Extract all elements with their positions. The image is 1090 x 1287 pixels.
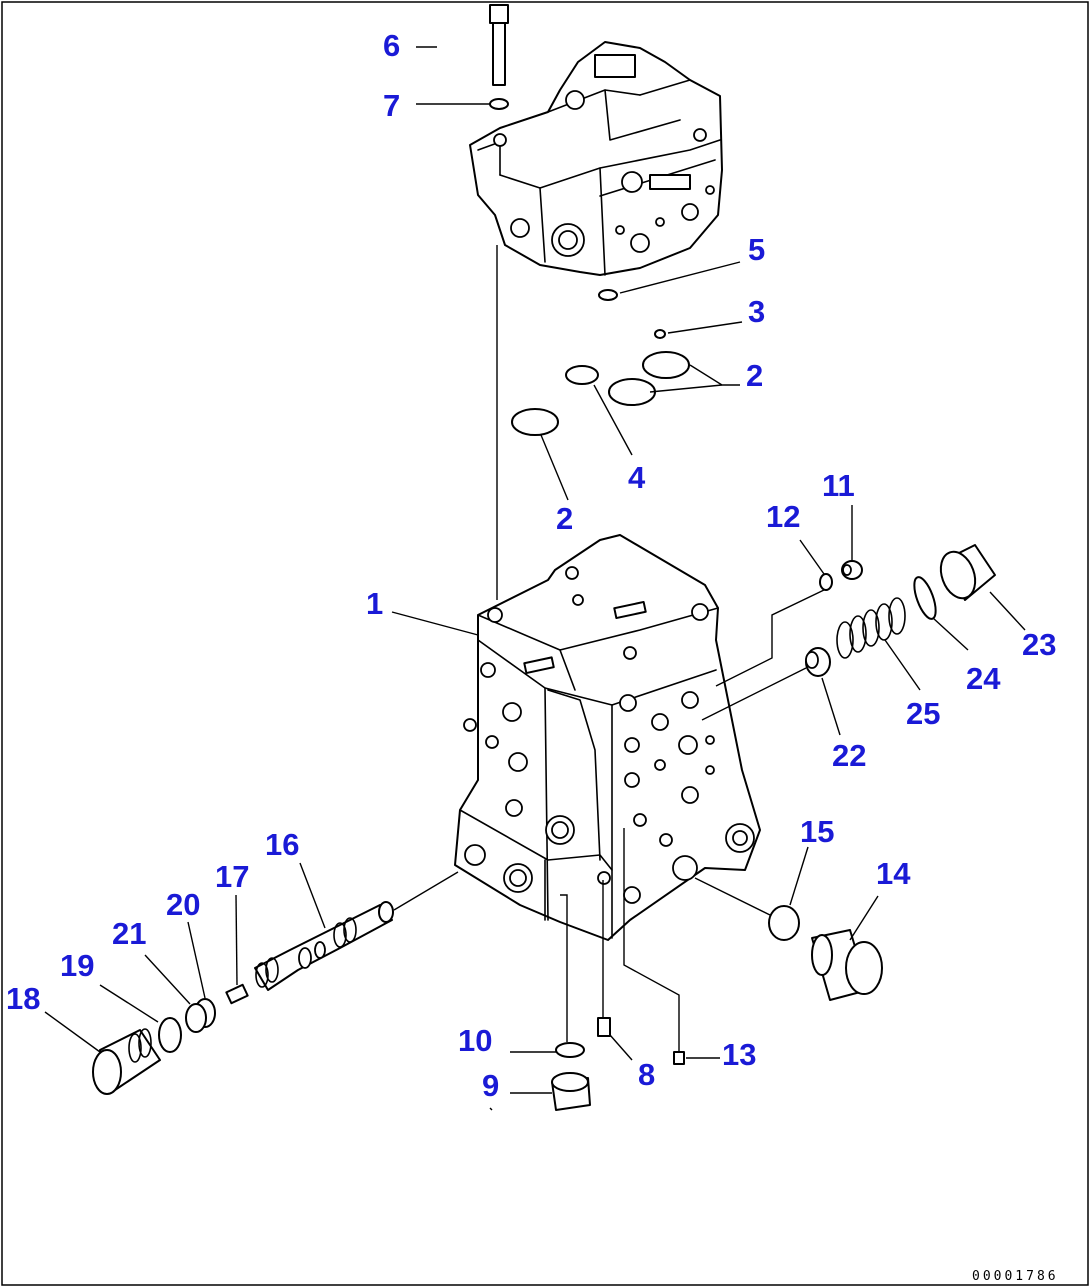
part-14-plug xyxy=(811,929,883,1001)
part-4-o-ring xyxy=(565,365,599,385)
callout-2-lower: 2 xyxy=(556,501,573,536)
part-7-washer xyxy=(489,98,509,110)
part-2-o-ring-left xyxy=(511,408,559,436)
callout-18: 18 xyxy=(6,981,40,1016)
callout-7: 7 xyxy=(383,88,400,123)
part-21-ring xyxy=(185,1003,207,1033)
leader-lines xyxy=(44,46,1026,1111)
callout-12: 12 xyxy=(766,499,800,534)
callout-8: 8 xyxy=(638,1057,655,1092)
callout-15: 15 xyxy=(800,814,834,849)
part-24-o-ring xyxy=(913,576,937,620)
callout-6: 6 xyxy=(383,28,400,63)
part-25-spring xyxy=(836,597,906,659)
part-16-spool xyxy=(254,901,394,991)
callout-3: 3 xyxy=(748,294,765,329)
part-8-plug xyxy=(597,1017,611,1037)
callout-9: 9 xyxy=(482,1068,499,1103)
part-22-seat xyxy=(805,647,831,677)
callout-22: 22 xyxy=(832,738,866,773)
callout-4: 4 xyxy=(628,460,646,495)
part-15-o-ring xyxy=(768,905,800,941)
part-23-plug xyxy=(939,544,996,601)
part-17-pin xyxy=(225,983,249,1005)
callouts: 6 7 5 3 2 4 2 11 12 1 23 24 25 22 15 14 … xyxy=(6,28,1056,1103)
part-11-plug xyxy=(841,560,863,580)
callout-13: 13 xyxy=(722,1037,756,1072)
callout-1: 1 xyxy=(366,586,383,621)
callout-19: 19 xyxy=(60,948,94,983)
document-number: 00001786 xyxy=(972,1269,1059,1284)
part-3-o-ring xyxy=(654,329,666,339)
part-10-o-ring xyxy=(555,1042,585,1058)
part-18-plug xyxy=(92,1028,161,1095)
part-1-valve-body xyxy=(454,534,761,941)
upper-valve-block xyxy=(469,41,723,276)
part-2-o-ring-upper xyxy=(642,351,690,379)
callout-23: 23 xyxy=(1022,627,1056,662)
part-5-o-ring xyxy=(598,289,618,301)
callout-25: 25 xyxy=(906,696,940,731)
callout-24: 24 xyxy=(966,661,1001,696)
part-13-plug xyxy=(673,1051,685,1065)
callout-21: 21 xyxy=(112,916,146,951)
callout-10: 10 xyxy=(458,1023,492,1058)
callout-16: 16 xyxy=(265,827,299,862)
part-12-o-ring xyxy=(819,573,833,591)
part-19-o-ring xyxy=(158,1017,182,1053)
part-2-o-ring-lower xyxy=(608,378,656,406)
callout-5: 5 xyxy=(748,232,765,267)
callout-14: 14 xyxy=(876,856,911,891)
callout-11: 11 xyxy=(822,468,855,503)
callout-20: 20 xyxy=(166,887,200,922)
callout-17: 17 xyxy=(215,859,249,894)
callout-2-upper: 2 xyxy=(746,358,763,393)
part-6-bolt xyxy=(489,4,509,86)
part-9-plug xyxy=(551,1072,591,1111)
